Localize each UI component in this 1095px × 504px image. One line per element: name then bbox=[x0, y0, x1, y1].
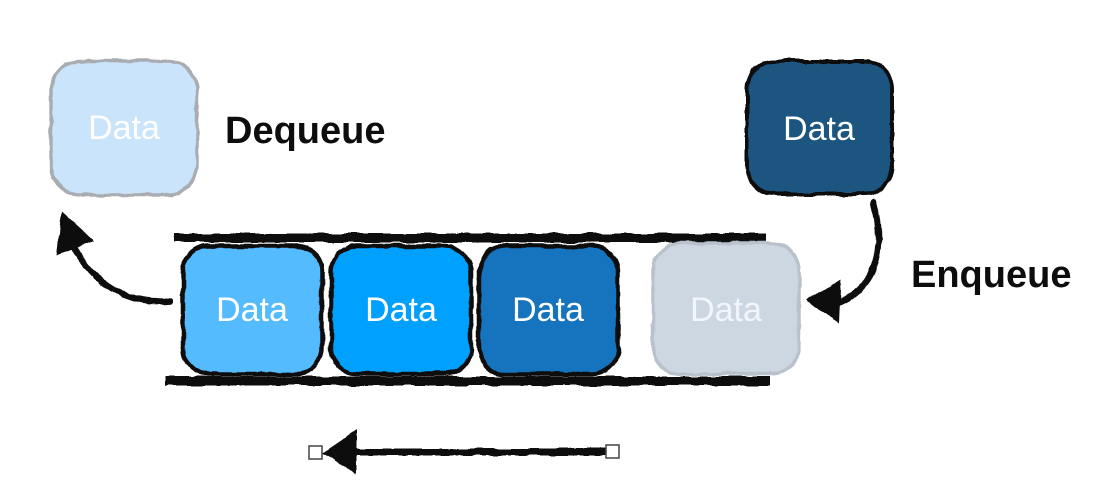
queue-item-2 bbox=[328, 243, 474, 377]
incoming-box-shape bbox=[745, 59, 894, 196]
queue-item-3-label: Data bbox=[512, 291, 584, 329]
dequeue-arrowhead bbox=[57, 212, 94, 255]
dequeue-label: Dequeue bbox=[225, 110, 385, 152]
enqueue-arrow-line bbox=[836, 198, 882, 306]
enqueue-label: Enqueue bbox=[911, 254, 1071, 296]
incoming-box bbox=[745, 59, 894, 196]
queue-item-3-shape bbox=[476, 243, 621, 377]
arrow-endpoint-handle-left bbox=[308, 445, 323, 460]
enqueue-arrowhead bbox=[806, 279, 841, 323]
queue-item-4 bbox=[651, 241, 801, 376]
direction-arrow-icon bbox=[308, 430, 620, 475]
dequeued-box bbox=[49, 59, 199, 197]
queue-channel bbox=[165, 233, 770, 386]
enqueue-arrow-icon bbox=[806, 198, 882, 323]
dequeue-arrow-icon bbox=[57, 212, 174, 305]
queue-item-1-shape bbox=[180, 243, 325, 377]
queue-item-4-shape bbox=[651, 241, 801, 376]
dequeue-arrow-line bbox=[70, 242, 174, 305]
dequeued-box-shape bbox=[49, 59, 199, 197]
queue-item-1 bbox=[180, 243, 325, 377]
arrow-endpoint-handle-right bbox=[605, 444, 620, 459]
queue-item-1-label: Data bbox=[216, 291, 288, 329]
queue-item-2-label: Data bbox=[365, 291, 437, 329]
queue-item-2-shape bbox=[328, 243, 474, 377]
dequeued-box-label: Data bbox=[88, 109, 160, 147]
direction-arrowhead bbox=[323, 430, 357, 475]
incoming-box-label: Data bbox=[783, 110, 855, 148]
queue-item-3 bbox=[476, 243, 621, 377]
queue-item-4-label: Data bbox=[690, 291, 762, 329]
